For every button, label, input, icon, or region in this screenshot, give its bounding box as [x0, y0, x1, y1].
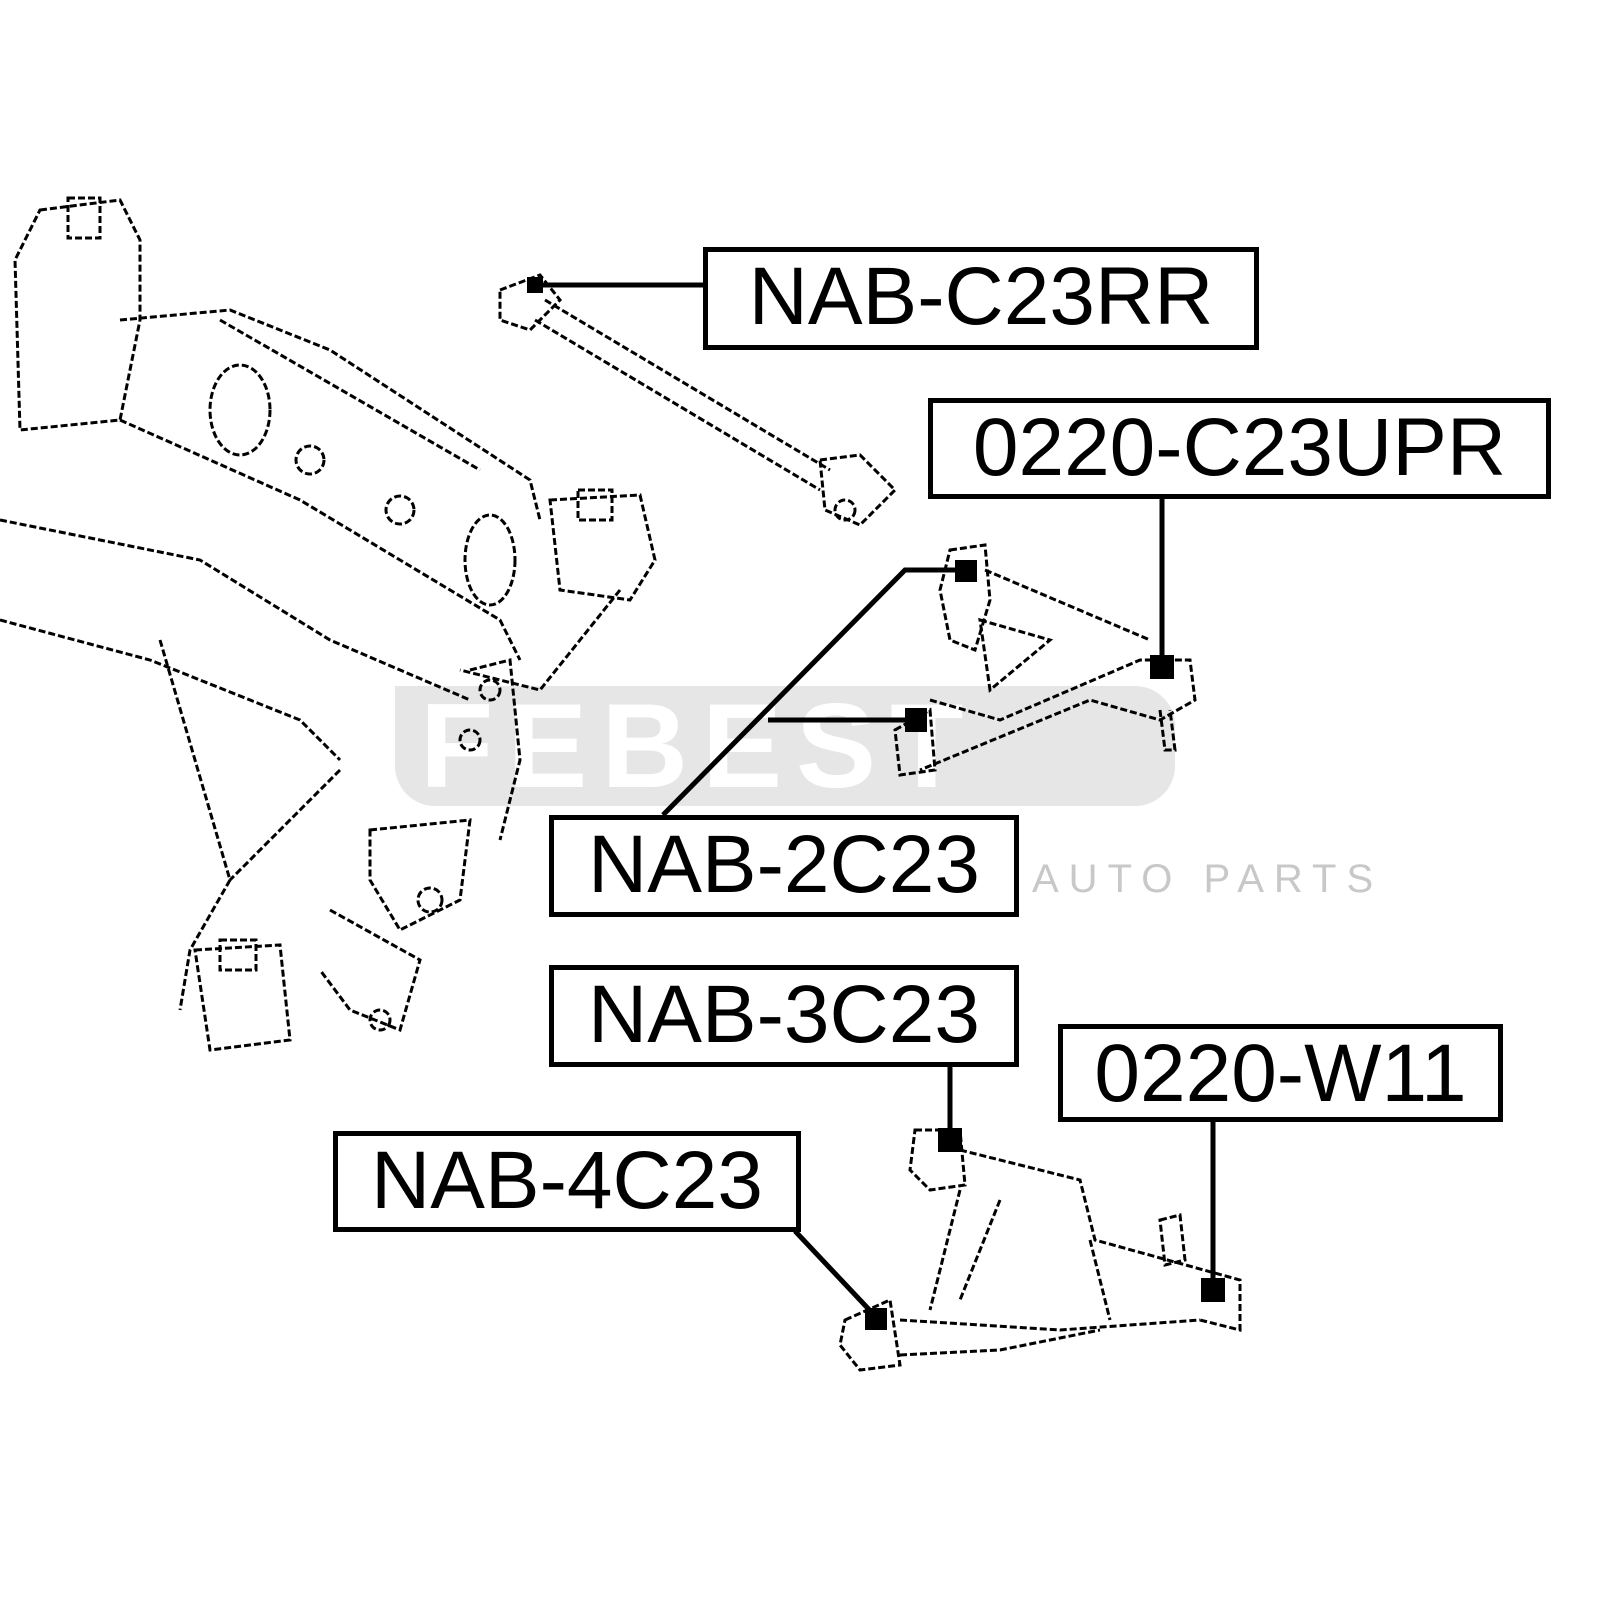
part-label-nab-c23rr: NAB-C23RR [703, 247, 1259, 350]
lower-arm-illustration [838, 1128, 1242, 1372]
watermark-background [395, 686, 1175, 806]
leader-nab-2c23-a [661, 567, 965, 817]
part-label-0220-c23upr: 0220-C23UPR [928, 398, 1551, 499]
part-label-nab-4c23: NAB-4C23 [333, 1131, 801, 1232]
leader-nab-4c23 [793, 1229, 879, 1320]
leader-lines [535, 282, 1216, 1320]
part-label-0220-w11: 0220-W11 [1058, 1024, 1503, 1122]
subframe-illustration [0, 196, 657, 1052]
part-label-nab-3c23: NAB-3C23 [549, 965, 1019, 1067]
pointer-markers [527, 277, 1225, 1330]
part-label-nab-2c23: NAB-2C23 [549, 815, 1019, 917]
watermark-tagline: AUTO PARTS [1032, 857, 1384, 901]
